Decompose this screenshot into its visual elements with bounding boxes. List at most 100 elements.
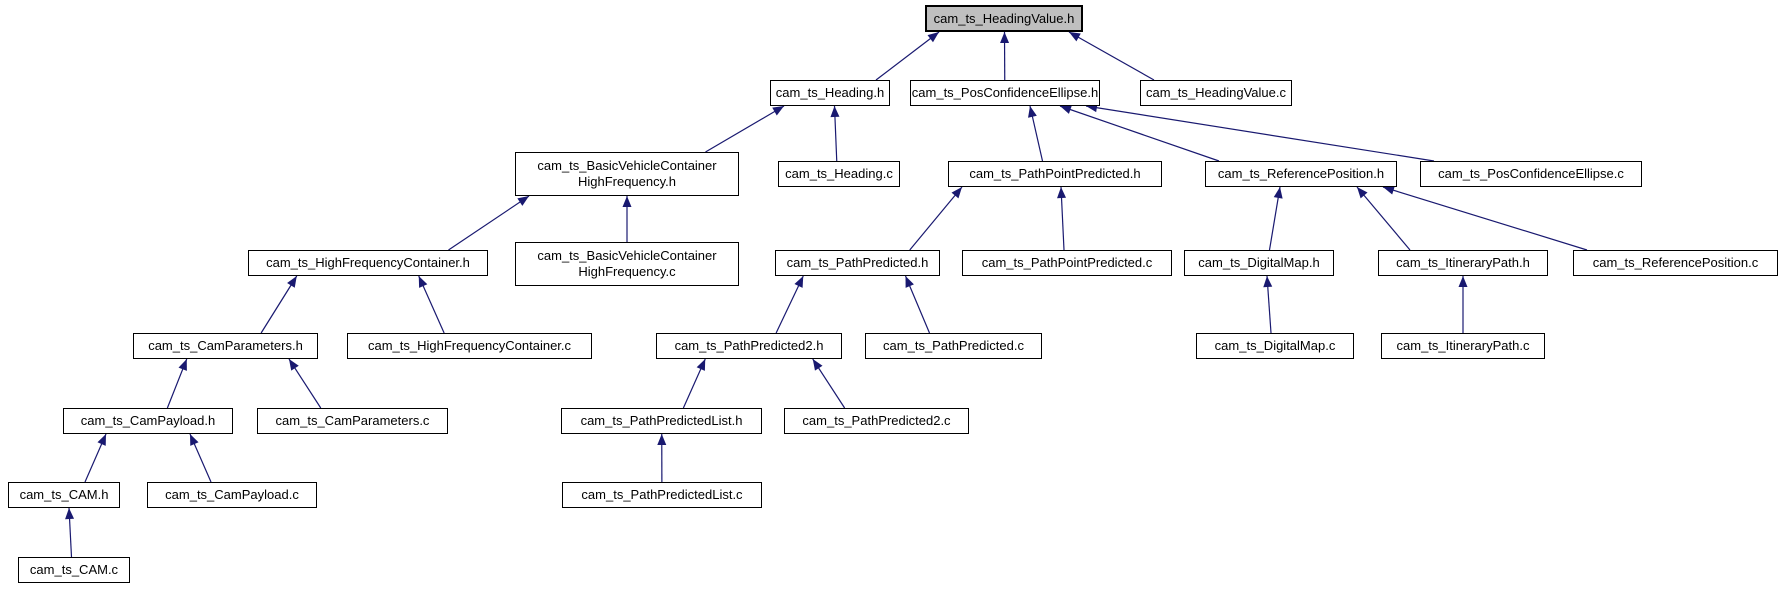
- graph-node-PathPredicted2_c[interactable]: cam_ts_PathPredicted2.c: [784, 408, 969, 434]
- arrowhead-icon: [1060, 105, 1072, 114]
- dependency-edge-PathPredicted2_h-to-PathPredicted_h: [775, 275, 804, 334]
- node-label: cam_ts_PathPointPredicted.h: [969, 166, 1141, 181]
- node-label: cam_ts_Heading.c: [785, 166, 893, 181]
- graph-node-PathPredictedList_c[interactable]: cam_ts_PathPredictedList.c: [562, 482, 762, 508]
- node-label: cam_ts_PathPredicted2.c: [802, 413, 951, 428]
- node-label: cam_ts_CAM.h: [19, 487, 109, 502]
- dependency-edge-HighFrequencyContainer_c-to-HighFrequencyContainer_h: [418, 275, 445, 334]
- dependency-edge-PathPredictedList_h-to-PathPredicted2_h: [682, 358, 706, 409]
- dependency-edge-PathPredictedList_c-to-PathPredictedList_h: [657, 433, 667, 483]
- graph-node-HighFrequencyContainer_h[interactable]: cam_ts_HighFrequencyContainer.h: [248, 250, 488, 276]
- arrowhead-icon: [830, 106, 840, 118]
- node-label: cam_ts_Heading.h: [775, 85, 885, 100]
- graph-node-HeadingValue_h[interactable]: cam_ts_HeadingValue.h: [925, 5, 1083, 32]
- graph-node-PosConfidenceEllipse_h[interactable]: cam_ts_PosConfidenceEllipse.h: [910, 80, 1100, 106]
- node-label: cam_ts_ItineraryPath.c: [1396, 338, 1530, 353]
- graph-node-HeadingValue_c[interactable]: cam_ts_HeadingValue.c: [1140, 80, 1292, 106]
- node-label: cam_ts_HeadingValue.c: [1146, 85, 1286, 100]
- node-label: cam_ts_CamPayload.h: [80, 413, 216, 428]
- arrowhead-icon: [65, 508, 75, 520]
- dependency-edge-PathPredicted_c-to-PathPredicted_h: [904, 275, 931, 334]
- node-label: cam_ts_CAM.c: [29, 562, 119, 577]
- arrowhead-icon: [1357, 187, 1368, 199]
- graph-node-PathPredicted_h[interactable]: cam_ts_PathPredicted.h: [775, 250, 940, 276]
- arrowhead-icon: [951, 187, 962, 199]
- dependency-edge-CamPayload_c-to-CamPayload_h: [189, 433, 212, 483]
- graph-node-PathPredictedList_h[interactable]: cam_ts_PathPredictedList.h: [561, 408, 762, 434]
- node-label: cam_ts_PathPredictedList.h: [580, 413, 743, 428]
- graph-node-ReferencePosition_c[interactable]: cam_ts_ReferencePosition.c: [1573, 250, 1778, 276]
- arrowhead-icon: [1273, 187, 1283, 199]
- arrowhead-icon: [97, 434, 106, 446]
- graph-node-HighFrequencyContainer_c[interactable]: cam_ts_HighFrequencyContainer.c: [347, 333, 592, 359]
- graph-node-PathPointPredicted_c[interactable]: cam_ts_PathPointPredicted.c: [962, 250, 1172, 276]
- dependency-edge-HeadingValue_c-to-HeadingValue_h: [1068, 31, 1155, 81]
- dependency-edge-Heading_c-to-Heading_h: [830, 105, 840, 162]
- graph-node-Heading_c[interactable]: cam_ts_Heading.c: [778, 161, 900, 187]
- node-label: HighFrequency.h: [577, 174, 677, 189]
- graph-node-DigitalMap_c[interactable]: cam_ts_DigitalMap.c: [1196, 333, 1354, 359]
- node-label: cam_ts_ItineraryPath.h: [1396, 255, 1530, 270]
- node-label: cam_ts_ReferencePosition.h: [1217, 166, 1385, 181]
- graph-node-CamParameters_c[interactable]: cam_ts_CamParameters.c: [257, 408, 448, 434]
- dependency-edge-CAM_h-to-CamPayload_h: [84, 433, 107, 483]
- node-label: cam_ts_HighFrequencyContainer.h: [266, 255, 470, 270]
- node-label: cam_ts_PathPredictedList.c: [581, 487, 743, 502]
- node-label: cam_ts_PathPredicted2.h: [674, 338, 824, 353]
- arrowhead-icon: [794, 276, 804, 288]
- dependency-edge-CamParameters_c-to-CamParameters_h: [288, 358, 322, 409]
- graph-node-CamPayload_c[interactable]: cam_ts_CamPayload.c: [147, 482, 317, 508]
- dependency-edge-BasicVehicleContainerHighFrequency_h-to-Heading_h: [705, 105, 785, 153]
- node-label: cam_ts_DigitalMap.c: [1214, 338, 1336, 353]
- graph-node-CamParameters_h[interactable]: cam_ts_CamParameters.h: [133, 333, 318, 359]
- node-label: cam_ts_BasicVehicleContainer: [537, 248, 717, 263]
- node-label: cam_ts_CamPayload.c: [165, 487, 299, 502]
- dependency-edge-PathPointPredicted_h-to-PosConfidenceEllipse_h: [1028, 105, 1044, 162]
- arrowhead-icon: [289, 359, 299, 371]
- arrowhead-icon: [1028, 106, 1037, 118]
- graph-node-PathPredicted_c[interactable]: cam_ts_PathPredicted.c: [865, 333, 1042, 359]
- dependency-edge-CamParameters_h-to-HighFrequencyContainer_h: [260, 275, 298, 334]
- node-label: cam_ts_CamParameters.c: [275, 413, 430, 428]
- node-label: cam_ts_BasicVehicleContainer: [537, 158, 717, 173]
- arrowhead-icon: [1383, 185, 1395, 195]
- arrowhead-icon: [696, 359, 706, 371]
- node-label: HighFrequency.c: [578, 264, 676, 279]
- node-label: cam_ts_PathPointPredicted.c: [981, 255, 1153, 270]
- arrowhead-icon: [772, 106, 784, 116]
- arrowhead-icon: [190, 434, 199, 446]
- dependency-edge-ReferencePosition_c-to-ReferencePosition_h: [1382, 185, 1588, 251]
- graph-node-Heading_h[interactable]: cam_ts_Heading.h: [770, 80, 890, 106]
- graph-node-CamPayload_h[interactable]: cam_ts_CamPayload.h: [63, 408, 233, 434]
- dependency-edge-Heading_h-to-HeadingValue_h: [875, 31, 940, 81]
- dependency-edge-PathPredicted2_c-to-PathPredicted2_h: [812, 358, 846, 409]
- node-label: cam_ts_PosConfidenceEllipse.c: [1438, 166, 1624, 181]
- node-label: cam_ts_CamParameters.h: [148, 338, 303, 353]
- dependency-edge-CamPayload_h-to-CamParameters_h: [166, 358, 188, 409]
- arrowhead-icon: [1000, 32, 1010, 44]
- arrowhead-icon: [178, 359, 187, 371]
- dependency-edge-HighFrequencyContainer_h-to-BasicVehicleContainerHighFrequency_h: [448, 195, 530, 251]
- graph-node-ItineraryPath_c[interactable]: cam_ts_ItineraryPath.c: [1381, 333, 1545, 359]
- graph-node-CAM_c[interactable]: cam_ts_CAM.c: [18, 557, 130, 583]
- arrowhead-icon: [927, 32, 939, 43]
- graph-node-DigitalMap_h[interactable]: cam_ts_DigitalMap.h: [1184, 250, 1334, 276]
- arrowhead-icon: [1057, 187, 1067, 199]
- dependency-edge-ReferencePosition_h-to-PosConfidenceEllipse_h: [1059, 105, 1220, 162]
- graph-node-CAM_h[interactable]: cam_ts_CAM.h: [8, 482, 120, 508]
- dependency-edge-ItineraryPath_c-to-ItineraryPath_h: [1458, 276, 1468, 333]
- dependency-edge-DigitalMap_h-to-ReferencePosition_h: [1268, 186, 1283, 251]
- graph-node-PathPredicted2_h[interactable]: cam_ts_PathPredicted2.h: [656, 333, 842, 359]
- node-label: cam_ts_PathPredicted.h: [786, 255, 929, 270]
- arrowhead-icon: [1069, 32, 1081, 42]
- graph-node-PathPointPredicted_h[interactable]: cam_ts_PathPointPredicted.h: [948, 161, 1162, 187]
- dependency-edge-PosConfidenceEllipse_h-to-HeadingValue_h: [1000, 31, 1010, 81]
- graph-node-ItineraryPath_h[interactable]: cam_ts_ItineraryPath.h: [1378, 250, 1548, 276]
- graph-node-ReferencePosition_h[interactable]: cam_ts_ReferencePosition.h: [1205, 161, 1397, 187]
- graph-node-PosConfidenceEllipse_c[interactable]: cam_ts_PosConfidenceEllipse.c: [1420, 161, 1642, 187]
- dependency-edge-PathPointPredicted_c-to-PathPointPredicted_h: [1057, 186, 1067, 251]
- node-label: cam_ts_PathPredicted.c: [883, 338, 1024, 353]
